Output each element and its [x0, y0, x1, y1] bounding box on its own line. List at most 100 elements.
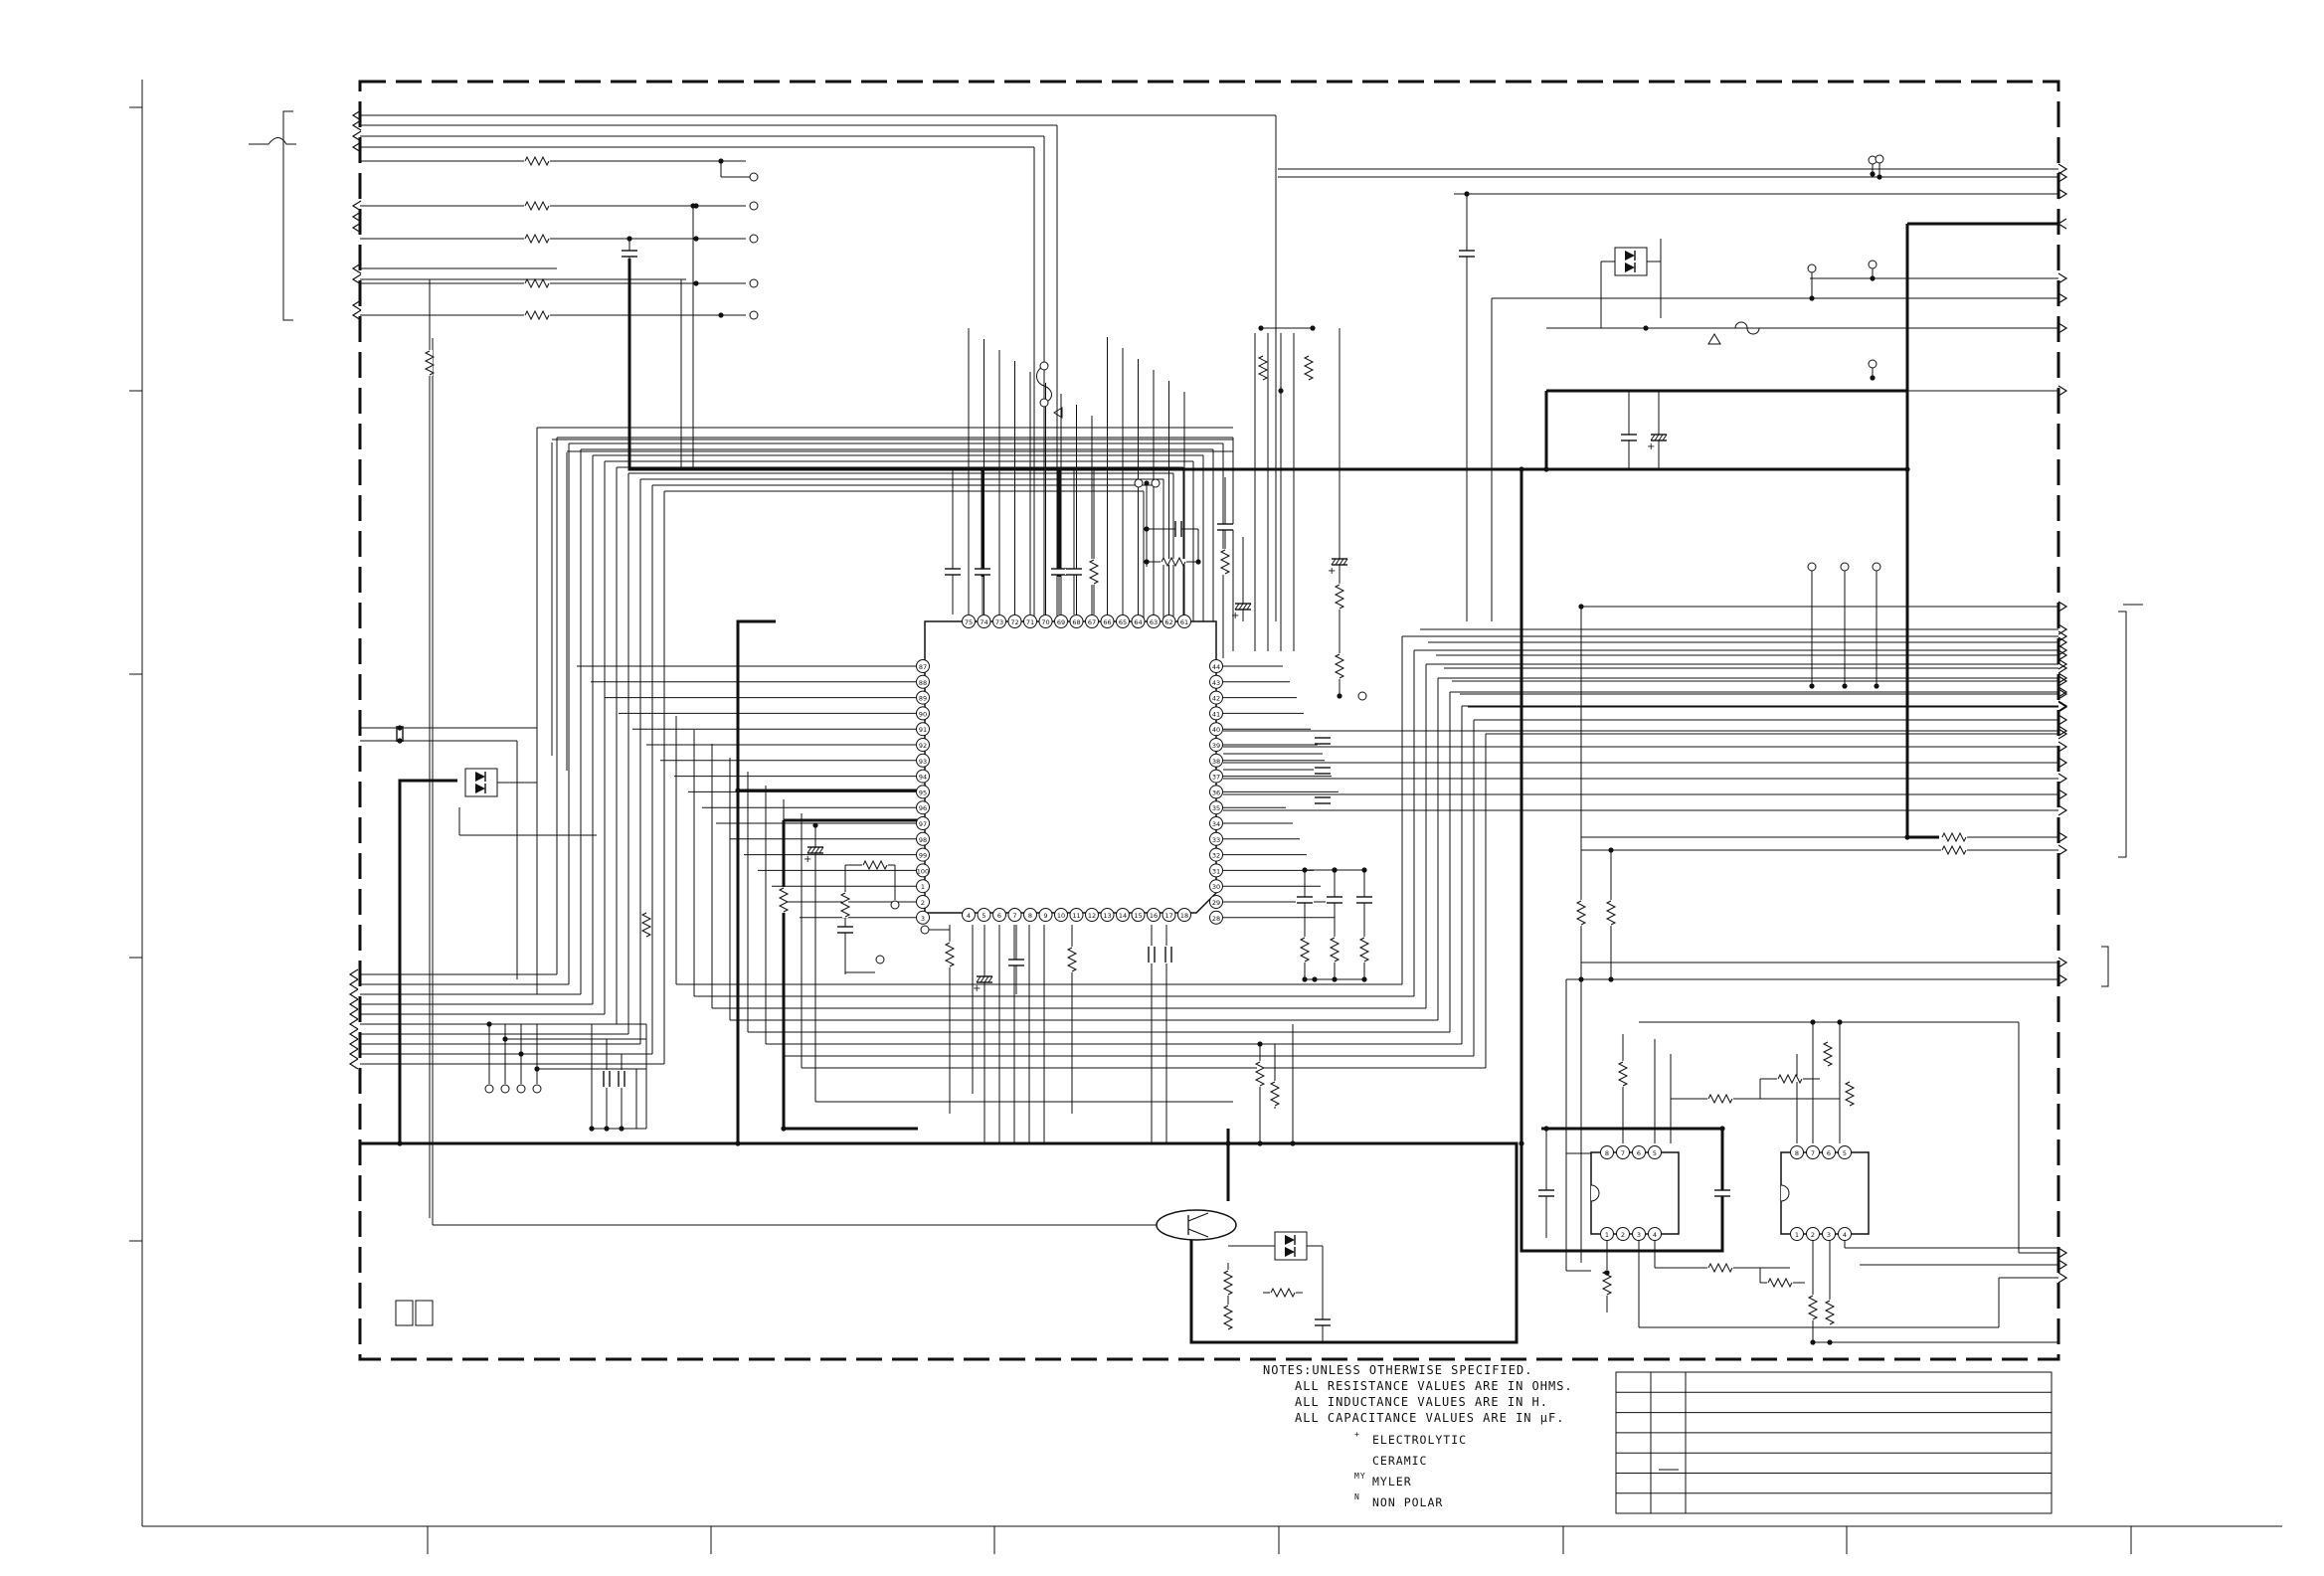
- junction-dot: [1258, 325, 1264, 331]
- junction-dot: [1144, 559, 1150, 565]
- junction-dot: [735, 788, 741, 793]
- connector-arrow-left: [351, 141, 362, 153]
- junction-dot: [1225, 1140, 1231, 1146]
- hatch: [1242, 603, 1248, 611]
- small-ic-top-pin-label: 8: [1795, 1149, 1799, 1157]
- connector-arrow-right: [2057, 322, 2068, 334]
- junction-dot: [604, 1126, 610, 1132]
- resistor: [1334, 653, 1345, 679]
- resistor: [1329, 937, 1341, 963]
- junction-dot: [1257, 1041, 1263, 1047]
- connector-arrow-left: [351, 119, 362, 131]
- polarity-mark: +: [804, 854, 811, 865]
- connector-arrow-right: [2057, 788, 2068, 800]
- connector-arrow-right: [2057, 1247, 2068, 1259]
- connector-arrow-left: [351, 309, 362, 321]
- diode-triangle: [1285, 1247, 1295, 1257]
- connector-arrow-right: [2057, 292, 2068, 304]
- small-ic-top-pin-label: 6: [1827, 1149, 1831, 1157]
- connector-arrow-right: [2057, 725, 2068, 737]
- main-ic-top-pin-ring: [1069, 614, 1084, 628]
- test-point: [1807, 562, 1817, 572]
- main-ic-left-pin-ring: [916, 785, 930, 799]
- bracket-right: [2118, 611, 2127, 858]
- connector-arrow-right: [2057, 188, 2068, 200]
- hatch: [1658, 434, 1664, 441]
- main-ic-top-pin-label: 74: [980, 618, 987, 626]
- main-ic-body: [924, 620, 1217, 914]
- connector-arrow-left: [348, 1038, 359, 1050]
- small-ic-bottom-pin-ring: [1632, 1227, 1646, 1241]
- polarity-mark: +: [973, 983, 981, 994]
- hatch: [1238, 603, 1244, 611]
- resistor: [1707, 1262, 1733, 1274]
- main-ic-bottom-pin-label: 18: [1180, 912, 1188, 920]
- schematic-notes: NOTES:UNLESS OTHERWISE SPECIFIED. ALL RE…: [1263, 1362, 1621, 1426]
- resistor: [1334, 584, 1345, 610]
- main-ic-bottom-pin-label: 13: [1103, 912, 1111, 920]
- resistor: [1767, 1277, 1793, 1289]
- note-capacitance: ALL CAPACITANCE VALUES ARE IN μF.: [1295, 1411, 1565, 1425]
- connector-arrow-left: [348, 998, 359, 1010]
- connector-arrow-left: [351, 109, 362, 121]
- main-ic-bottom-pin-label: 8: [1028, 912, 1032, 920]
- hatch: [1234, 603, 1240, 611]
- main-ic-bottom-pin-ring: [1116, 908, 1130, 922]
- resistor: [1605, 900, 1617, 926]
- capacitor-gap: [1234, 604, 1252, 610]
- junction-dot: [1464, 191, 1470, 197]
- capacitors: +++++: [396, 250, 1731, 1326]
- resistor: [424, 350, 436, 376]
- main-ic-bottom-pin-ring: [1162, 908, 1176, 922]
- test-point: [500, 1084, 510, 1094]
- warning-triangle: [1707, 333, 1721, 345]
- small-ic-bottom-pin-label: 4: [1653, 1231, 1657, 1239]
- polarity-mark: +: [1231, 611, 1239, 621]
- junction-dot: [1842, 683, 1848, 689]
- diode-triangle: [475, 772, 485, 782]
- small-ic-bottom-pin-label: 1: [1605, 1231, 1609, 1239]
- main-ic-top-pin-label: 75: [965, 618, 973, 626]
- diode-triangle: [1625, 263, 1635, 272]
- small-ic-top-pin-label: 8: [1605, 1149, 1609, 1157]
- test-point: [749, 172, 759, 182]
- small-ic-bottom-pin-ring: [1790, 1227, 1804, 1241]
- hatch: [1246, 603, 1252, 611]
- inductor-coil: [1036, 365, 1052, 404]
- resistor: [524, 155, 550, 167]
- small-ic-body: [1590, 1151, 1680, 1235]
- diode-array-box: [464, 768, 498, 797]
- capacitor-gap: [604, 1070, 610, 1088]
- junction-dot: [1870, 375, 1876, 381]
- junction-dot: [1870, 275, 1876, 281]
- small-ic-bottom-pin-ring: [1600, 1227, 1614, 1241]
- capacitor-gap: [1458, 251, 1476, 257]
- main-ic-bottom-pin-label: 16: [1150, 912, 1158, 920]
- resistor: [1088, 559, 1100, 585]
- hatch: [1335, 558, 1341, 566]
- main-ic-right-pin-ring: [1209, 879, 1223, 894]
- junction-dot: [502, 1036, 508, 1042]
- main-ic-right-pin-label: 31: [1212, 867, 1220, 875]
- misc-components: [464, 247, 1760, 1261]
- junction-dot: [1144, 526, 1150, 532]
- main-ic-bottom-pin-ring: [1131, 908, 1146, 922]
- connector-arrow-right: [2057, 757, 2068, 769]
- legend-label-electrolytic: ELECTROLYTIC: [1372, 1433, 1468, 1447]
- small-ic-bottom-pin-ring: [1616, 1227, 1630, 1241]
- main-ic-bottom-pin-ring: [1085, 908, 1099, 922]
- junction-dot: [1302, 976, 1308, 982]
- connector-arrow-left: [2056, 218, 2067, 230]
- small-ic-top-pin-label: 7: [1811, 1149, 1815, 1157]
- capacitor-gap: [1314, 1319, 1332, 1325]
- test-point: [1039, 361, 1049, 371]
- capacitor-gap: [1314, 738, 1332, 744]
- hatch: [1654, 434, 1660, 441]
- main-ic-bottom-pin-ring: [1007, 908, 1022, 922]
- connector-arrow-left: [348, 1028, 359, 1040]
- junction-dot: [518, 1051, 524, 1057]
- connector-arrow-left: [348, 1018, 359, 1030]
- hatch: [987, 975, 993, 983]
